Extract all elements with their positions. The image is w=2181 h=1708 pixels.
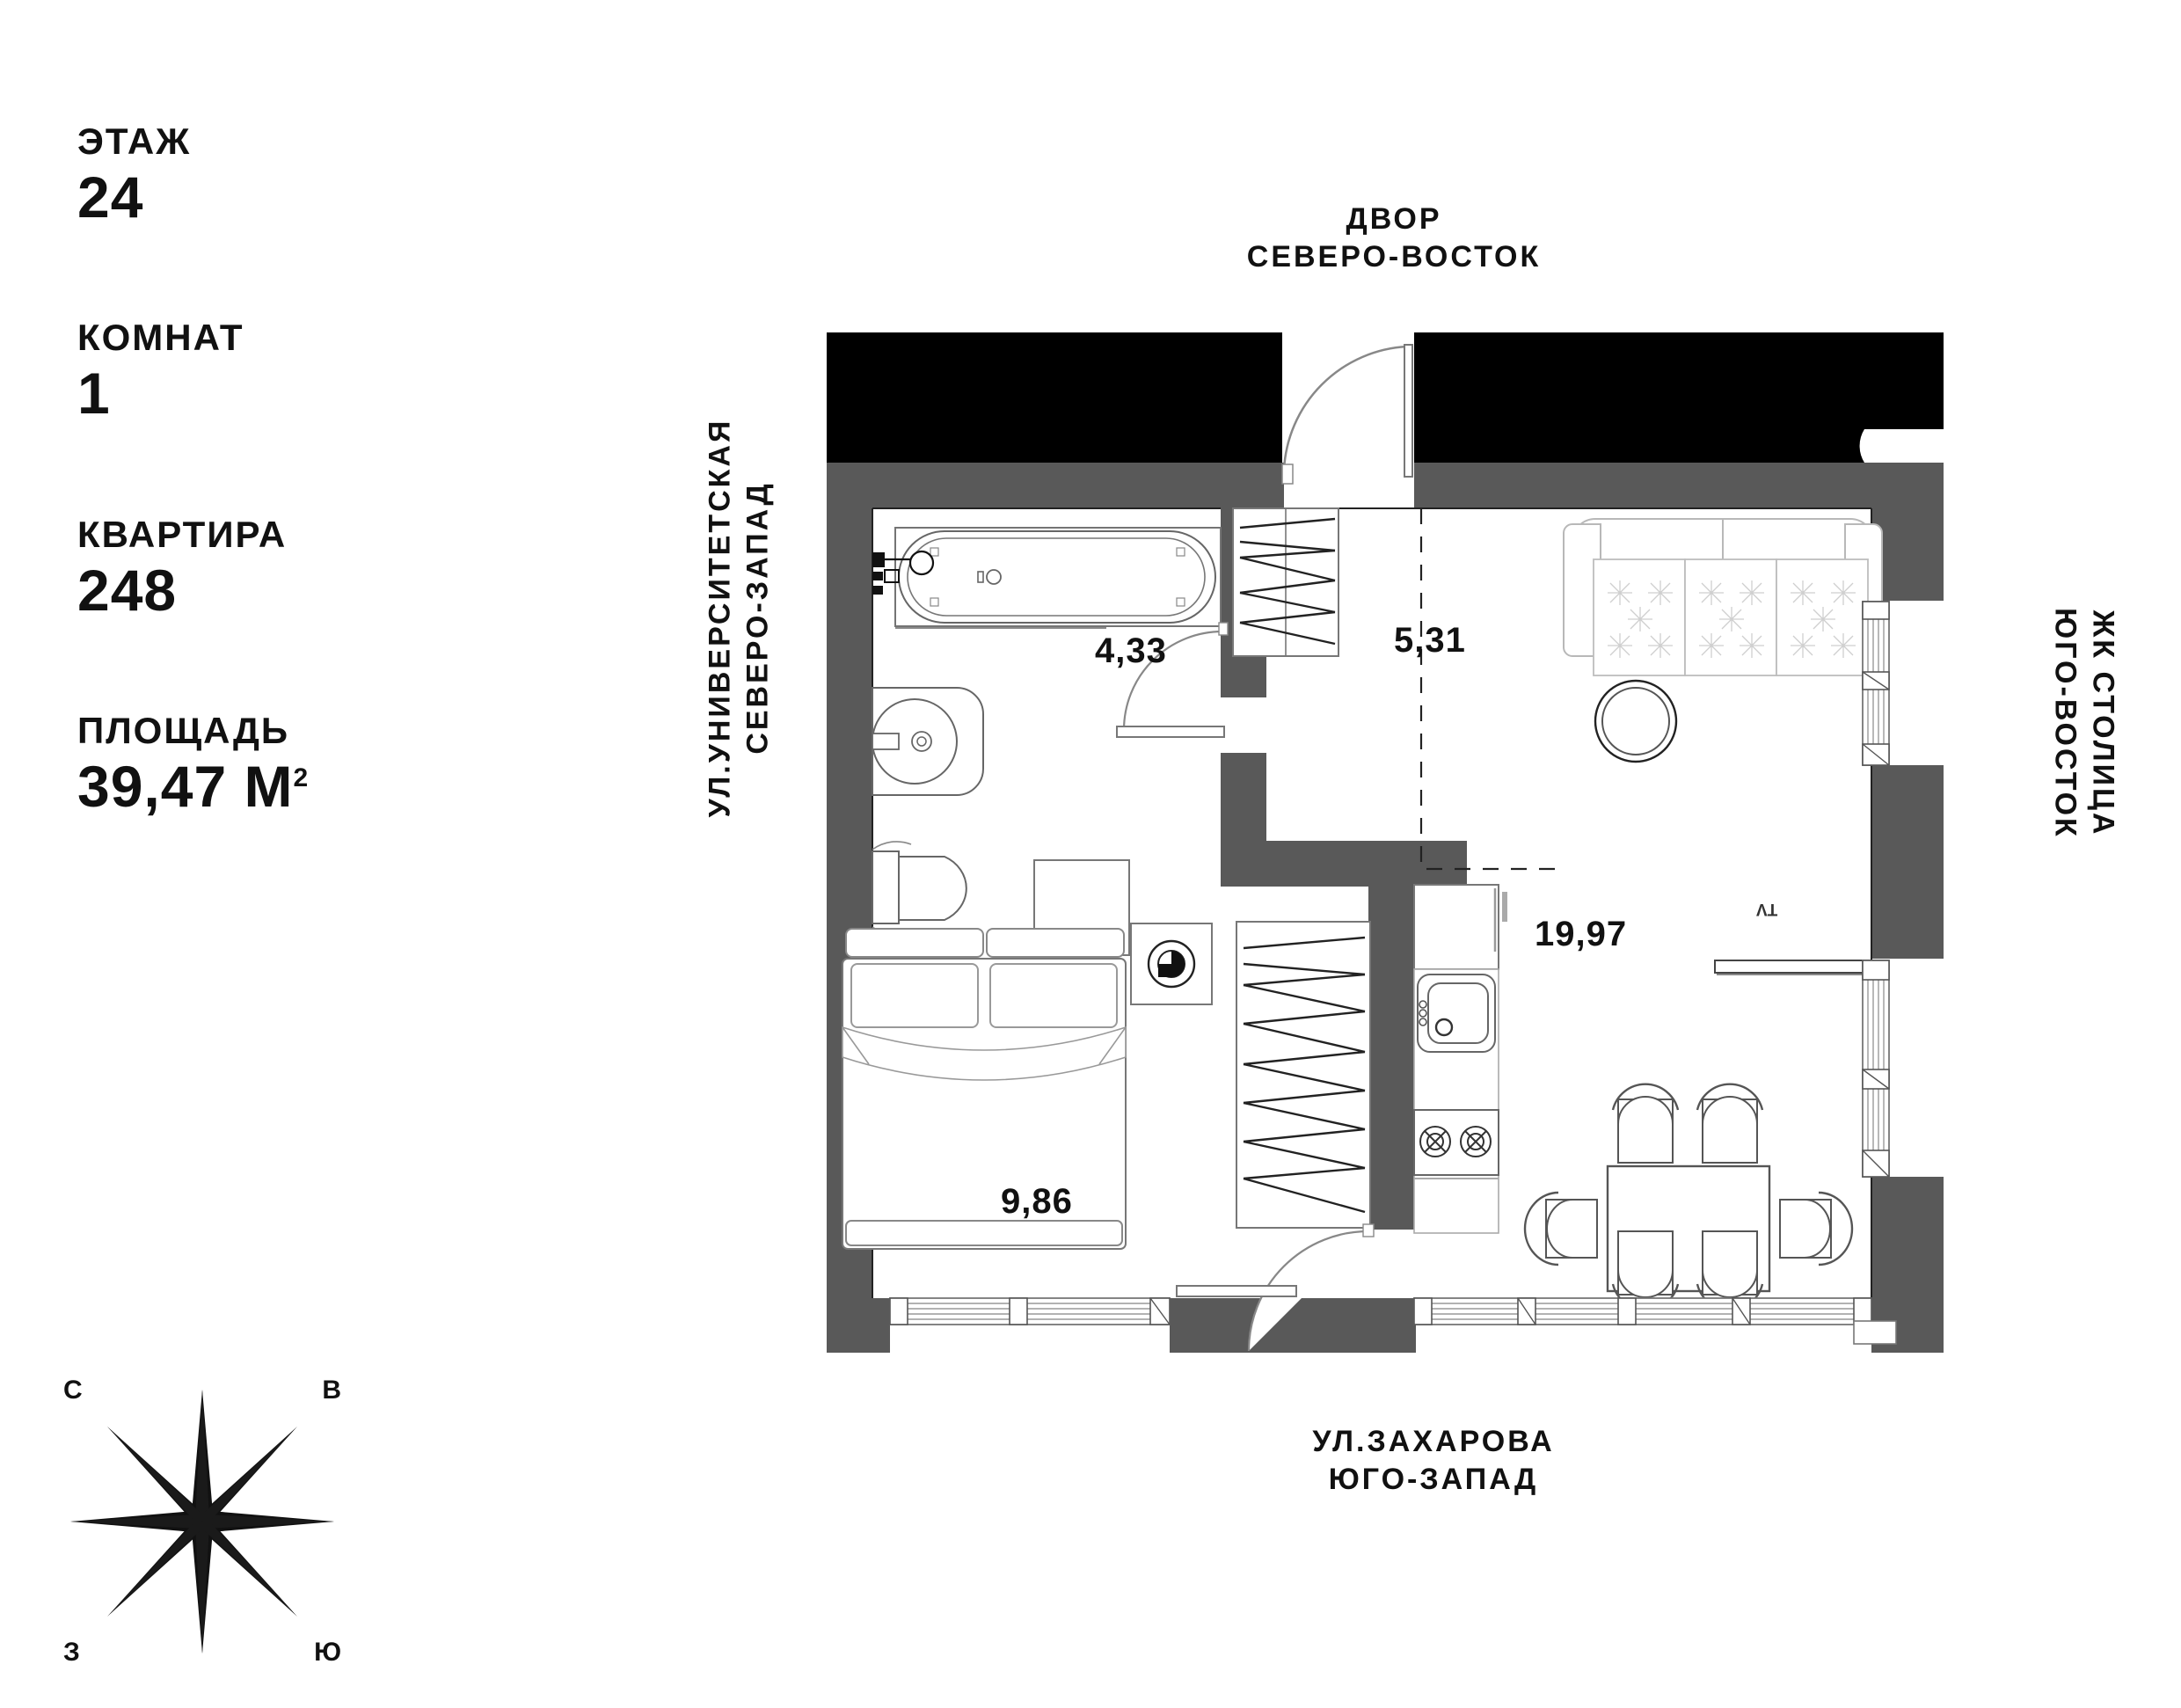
tv-console-icon: [1714, 960, 1874, 975]
area-number: 39,47 М: [77, 753, 294, 819]
window-right-lower: [1862, 960, 1890, 1178]
tv-annotation-label: TV: [1756, 900, 1778, 918]
kitchen-units: [1413, 884, 1507, 1234]
orientation-right-line1: ЖК СТОЛИЦА: [2086, 609, 2120, 837]
info-label-rooms: КОМНАТ: [77, 317, 244, 359]
compass-label-south: Ю: [314, 1638, 341, 1667]
coffee-table-icon: [1594, 679, 1678, 763]
room-area-living-kitchen: 19,97: [1535, 915, 1628, 953]
bed-icon: [842, 928, 1127, 1250]
refrigerator-icon: [1413, 884, 1499, 970]
sofa-icon: [1563, 518, 1883, 676]
bathtub-faucet-icon: [872, 550, 935, 595]
room-area-bathroom: 4,33: [1095, 631, 1167, 670]
window-living-bottom: [1413, 1297, 1897, 1345]
zone-divider-dashed: [1419, 508, 1562, 871]
orientation-label-right: ЖК СТОЛИЦА ЮГО-ВОСТОК: [2047, 451, 2122, 996]
entrance-door: [1281, 332, 1414, 485]
compass-label-west: З: [63, 1638, 80, 1667]
exterior-wall-top: [827, 332, 1944, 463]
bathroom-door: [1116, 622, 1229, 738]
sink-icon: [872, 687, 984, 796]
compass-star-icon: [70, 1390, 334, 1653]
orientation-left-line2: СЕВЕРО-ЗАПАД: [740, 481, 774, 755]
info-value-area: 39,47 М2: [77, 753, 447, 819]
window-bedroom-bottom: [889, 1297, 1171, 1325]
room-area-bedroom: 9,86: [1001, 1182, 1073, 1221]
info-label-area: ПЛОЩАДЬ: [77, 709, 290, 751]
dining-chair-icon: [1696, 1230, 1764, 1311]
orientation-bottom-line2: ЮГО-ЗАПАД: [1328, 1462, 1539, 1496]
nightstand-with-lamp-icon: [1130, 923, 1213, 1005]
dining-set: [1523, 1083, 1854, 1311]
info-block-apartment: КВАРТИРА 248: [77, 513, 447, 623]
plan-outline: [872, 507, 1872, 1325]
kitchen-sink-icon: [1417, 974, 1496, 1053]
window-right-upper: [1862, 601, 1890, 766]
info-value-apartment: 248: [77, 557, 178, 623]
info-block-area: ПЛОЩАДЬ 39,47 М2: [77, 712, 447, 817]
info-label-apartment: КВАРТИРА: [77, 513, 288, 555]
dining-chair-icon: [1696, 1083, 1764, 1164]
dining-chair-icon: [1611, 1083, 1680, 1164]
compass-rose: С В З Ю: [62, 1376, 343, 1667]
compass-label-east: В: [322, 1376, 341, 1405]
orientation-label-bottom: УЛ.ЗАХАРОВА ЮГО-ЗАПАД: [1214, 1423, 1653, 1498]
orientation-top-line2: СЕВЕРО-ВОСТОК: [1246, 239, 1542, 274]
hallway-wardrobe: [1232, 507, 1339, 657]
room-area-hallway: 5,31: [1394, 621, 1466, 660]
orientation-right-line2: ЮГО-ВОСТОК: [2049, 608, 2083, 839]
info-label-floor: ЭТАЖ: [77, 120, 192, 162]
bedroom-wardrobe: [1236, 921, 1371, 1229]
dining-chair-icon: [1523, 1191, 1598, 1266]
orientation-label-top: ДВОР СЕВЕРО-ВОСТОК: [1187, 201, 1601, 275]
area-unit-superscript: 2: [293, 763, 310, 792]
orientation-label-left: УЛ.УНИВЕРСИТЕТСКАЯ СЕВЕРО-ЗАПАД: [702, 346, 777, 891]
info-block-floor: ЭТАЖ 24: [77, 123, 447, 228]
dining-chair-icon: [1611, 1230, 1680, 1311]
bathroom-fixtures: [872, 527, 1222, 956]
orientation-bottom-line1: УЛ.ЗАХАРОВА: [1312, 1425, 1555, 1458]
orientation-top-line1: ДВОР: [1346, 202, 1442, 236]
orientation-left-line1: УЛ.УНИВЕРСИТЕТСКАЯ: [703, 418, 737, 818]
info-value-rooms: 1: [77, 361, 111, 427]
dining-chair-icon: [1779, 1191, 1854, 1266]
info-block-rooms: КОМНАТ 1: [77, 319, 447, 424]
floor-plan-drawing: [827, 332, 1944, 1353]
bedroom-door: [1176, 1223, 1375, 1352]
apartment-info-panel: ЭТАЖ 24 КОМНАТ 1 КВАРТИРА 248 ПЛОЩАДЬ 39…: [77, 123, 447, 909]
cooktop-icon: [1413, 1109, 1499, 1179]
info-value-floor: 24: [77, 164, 144, 230]
compass-label-north: С: [63, 1376, 83, 1405]
